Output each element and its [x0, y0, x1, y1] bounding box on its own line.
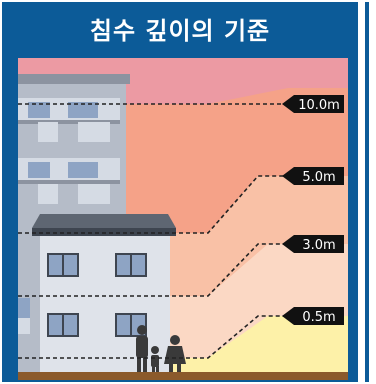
title-bar: 침수 깊이의 기준 — [2, 2, 358, 54]
depth-lines — [18, 103, 286, 359]
depth-label-05m: 0.5m — [302, 310, 335, 325]
flood-depth-scene: 10.0m 5.0m 3.0m 0.5m — [18, 58, 348, 380]
diagram-frame: 침수 깊이의 기준 — [2, 2, 358, 382]
depth-label-10m: 10.0m — [298, 98, 340, 113]
depth-label-5m: 5.0m — [302, 170, 335, 185]
depth-tag-5m: 5.0m — [282, 167, 344, 185]
depth-tag-10m: 10.0m — [282, 95, 344, 113]
depth-line-05m — [18, 315, 286, 359]
depth-label-3m: 3.0m — [302, 238, 335, 253]
diagram-title: 침수 깊이의 기준 — [89, 16, 271, 45]
ground — [18, 372, 348, 380]
right-edge-rule — [365, 2, 369, 382]
scene-svg: 10.0m 5.0m 3.0m 0.5m — [18, 58, 348, 380]
depth-line-3m — [18, 243, 286, 297]
house-icon — [32, 214, 176, 380]
depth-tag-05m: 0.5m — [282, 307, 344, 325]
depth-tag-3m: 3.0m — [282, 235, 344, 253]
depth-line-5m — [18, 175, 286, 234]
